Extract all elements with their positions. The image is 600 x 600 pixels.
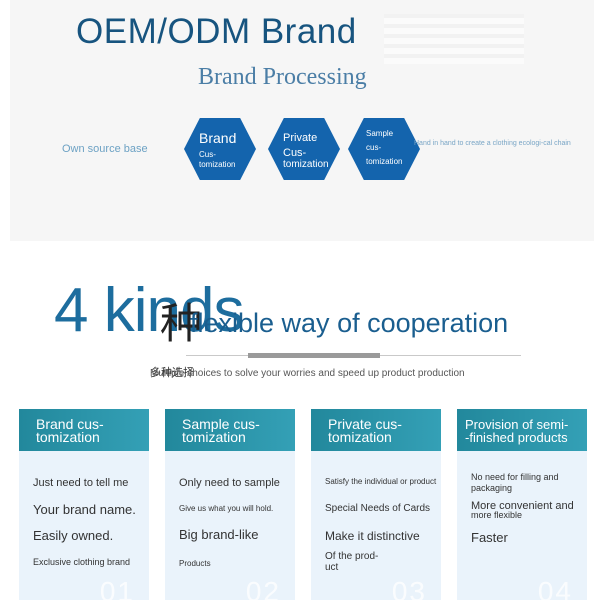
hexagon-line: tomization xyxy=(199,160,236,169)
card-title-line: Provision of semi- xyxy=(465,417,569,432)
hexagon-line: cus- xyxy=(366,143,382,152)
card-number: 02 xyxy=(245,576,281,600)
card-title-line: Sample cus- xyxy=(182,416,260,432)
card-line: Give us what you will hold. xyxy=(179,504,274,513)
cooperation-heading: flexible way of cooperation xyxy=(190,308,509,338)
card-body: No need for filling and packaging More c… xyxy=(457,451,587,600)
card-line: Exclusive clothing brand xyxy=(33,557,131,567)
card-number: 04 xyxy=(537,576,573,600)
card-header: Sample cus- tomization xyxy=(165,409,295,451)
divider-accent-bar xyxy=(248,353,380,358)
hexagon-line: Cus- xyxy=(199,150,216,159)
card-line: Special Needs of Cards xyxy=(325,503,431,514)
card-header: Private cus- tomization xyxy=(311,409,441,451)
hexagon-title: Sample xyxy=(366,129,394,138)
brand-processing-heading: Brand Processing xyxy=(198,64,367,90)
hexagon-title: Brand xyxy=(199,130,237,146)
card-line: more flexible xyxy=(471,510,523,520)
card-number: 01 xyxy=(99,576,135,600)
card-brand-customization: Brand cus- tomization Just need to tell … xyxy=(19,409,149,600)
hexagon-title: Private xyxy=(283,132,318,144)
card-private-customization: Private cus- tomization Satisfy the indi… xyxy=(311,409,441,600)
hexagon-sample-customization: Sample cus- tomization xyxy=(348,118,420,180)
card-title-line: Brand cus- xyxy=(36,416,104,432)
card-body: Just need to tell me Your brand name. Ea… xyxy=(19,451,149,600)
card-number: 03 xyxy=(391,576,427,600)
hexagon-private-customization: Private Cus- tomization xyxy=(268,118,340,180)
hexagon-line: tomization xyxy=(283,159,329,170)
card-sample-customization: Sample cus- tomization Only need to samp… xyxy=(165,409,295,600)
hexagon-line: Cus- xyxy=(283,147,307,159)
card-title-line: Private cus- xyxy=(328,416,402,432)
card-line: No need for filling and xyxy=(471,472,559,482)
kind-character: 种 xyxy=(160,299,203,348)
card-title-line: tomization xyxy=(36,429,100,445)
watermark xyxy=(384,14,524,64)
card-body: Satisfy the individual or product Specia… xyxy=(311,451,441,600)
card-line: Faster xyxy=(471,530,508,545)
card-body: Only need to sample Give us what you wil… xyxy=(165,451,295,600)
card-title-line: tomization xyxy=(328,429,392,445)
card-line: Products xyxy=(179,559,211,568)
card-line: Only need to sample xyxy=(179,477,280,489)
card-line: More convenient and xyxy=(471,500,574,512)
card-title-line: tomization xyxy=(182,429,246,445)
cooperation-subtitle: Multiple choices to solve your worries a… xyxy=(150,368,465,379)
four-kinds-heading: 4 kinds xyxy=(54,276,244,345)
card-header: Brand cus- tomization xyxy=(19,409,149,451)
chinese-subtitle: 多种选择 xyxy=(150,367,194,379)
card-title-line: -finished products xyxy=(465,430,568,445)
card-semi-finished-products: Provision of semi- -finished products No… xyxy=(457,409,587,600)
card-line: Big brand-like xyxy=(179,527,259,542)
card-line: uct xyxy=(325,562,339,573)
card-line: Just need to tell me xyxy=(33,477,129,489)
card-line: Satisfy the individual or product xyxy=(325,477,437,486)
card-line: Of the prod- xyxy=(325,551,379,562)
card-line: Easily owned. xyxy=(33,528,114,543)
oem-odm-title: OEM/ODM Brand xyxy=(76,12,357,51)
card-line: packaging xyxy=(471,483,513,493)
card-line: Make it distinctive xyxy=(325,529,420,543)
ecological-chain-label: Hand in hand to create a clothing ecolog… xyxy=(414,140,571,147)
own-source-label: Own source base xyxy=(62,143,148,155)
card-header: Provision of semi- -finished products xyxy=(457,409,587,451)
hexagon-brand-customization: Brand Cus- tomization xyxy=(184,118,256,180)
hexagon-line: tomization xyxy=(366,157,403,166)
card-line: Your brand name. xyxy=(33,502,136,517)
